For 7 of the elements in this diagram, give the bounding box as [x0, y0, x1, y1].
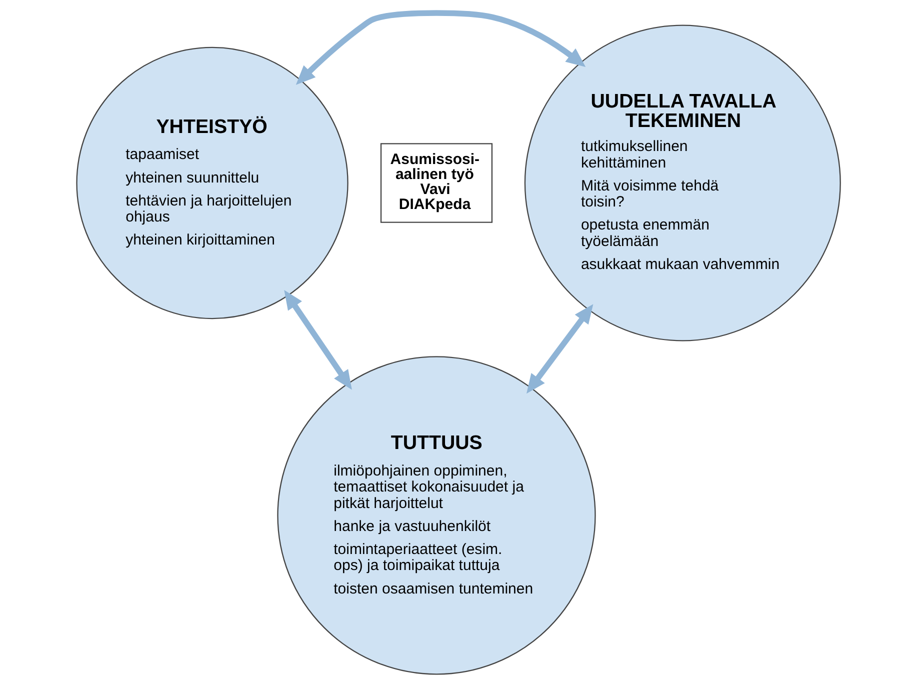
- node-circle: TUTTUUS ilmiöpohjainen oppiminen, temaattiset kokonaisuudet ja pitkät harjoittelut hanke ja vastuuhenkilöt toimintaperiaatteet (esim. ops) ja toimipaikat tuttuja toisten osaamisen tunteminen: [277, 356, 596, 675]
- node-box: Asumissosi- aalinen työ Vavi DIAKpeda: [380, 143, 493, 223]
- node-circle: YHTEISTYÖ tapaamiset yhteinen suunnittelu tehtävien ja harjoittelujen ohjaus yhteinen kirjoittaminen: [76, 46, 348, 320]
- arrow: [284, 290, 352, 390]
- arrow: [526, 304, 594, 394]
- arrow: [296, 10, 586, 85]
- node-circle: UUDELLA TAVALLA TEKEMINEN tutkimuksellinen kehittäminen Mitä voisimme tehdä toisin? opetusta enemmän työelämään asukkaat mukaan vahvemmin: [524, 24, 841, 342]
